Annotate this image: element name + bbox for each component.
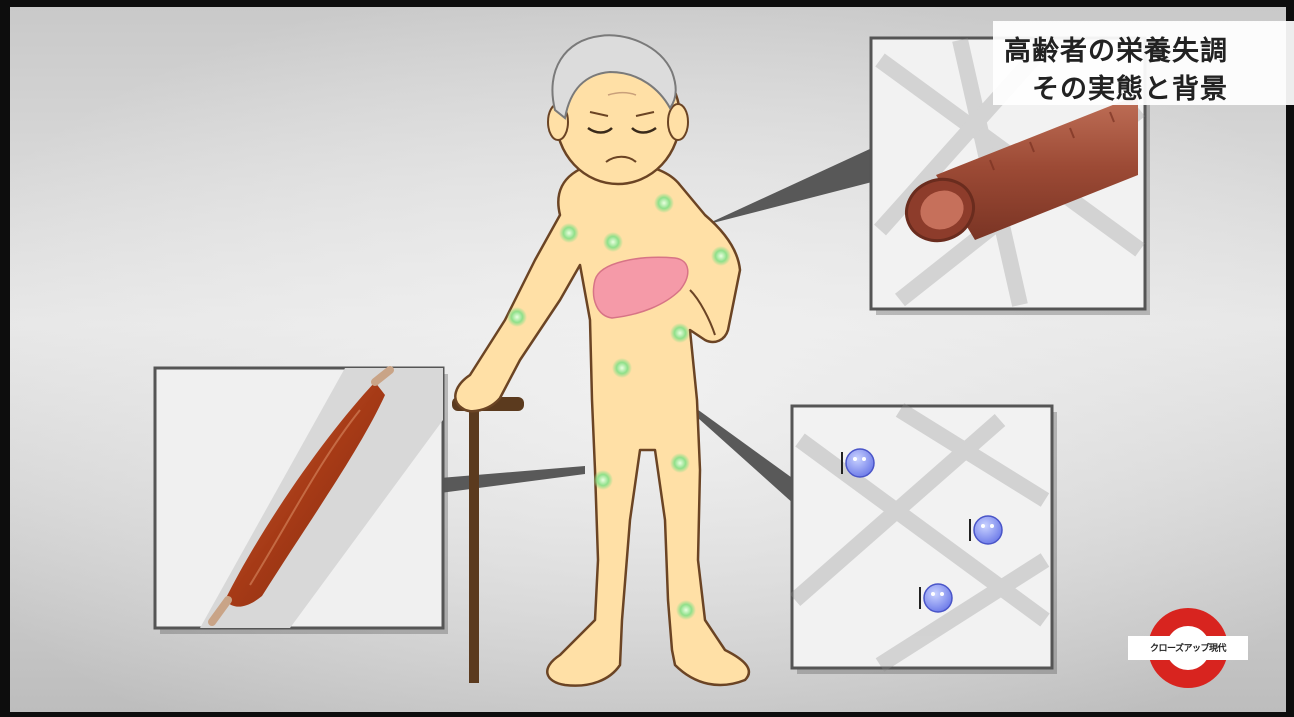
logo-text: クローズアップ現代	[1128, 641, 1248, 654]
marker	[559, 223, 579, 243]
marker	[507, 307, 527, 327]
marker	[670, 323, 690, 343]
cells-panel	[792, 406, 1057, 674]
marker	[676, 600, 696, 620]
muscle-panel	[155, 368, 448, 634]
marker	[654, 193, 674, 213]
caption-line-1: 高齢者の栄養失調	[1004, 29, 1228, 68]
marker	[603, 232, 623, 252]
marker	[612, 358, 632, 378]
marker	[593, 470, 613, 490]
caption-box: 高齢者の栄養失調 その実態と背景	[993, 21, 1294, 105]
marker	[711, 246, 731, 266]
caption-line-2: その実態と背景	[1032, 67, 1228, 106]
marker	[670, 453, 690, 473]
